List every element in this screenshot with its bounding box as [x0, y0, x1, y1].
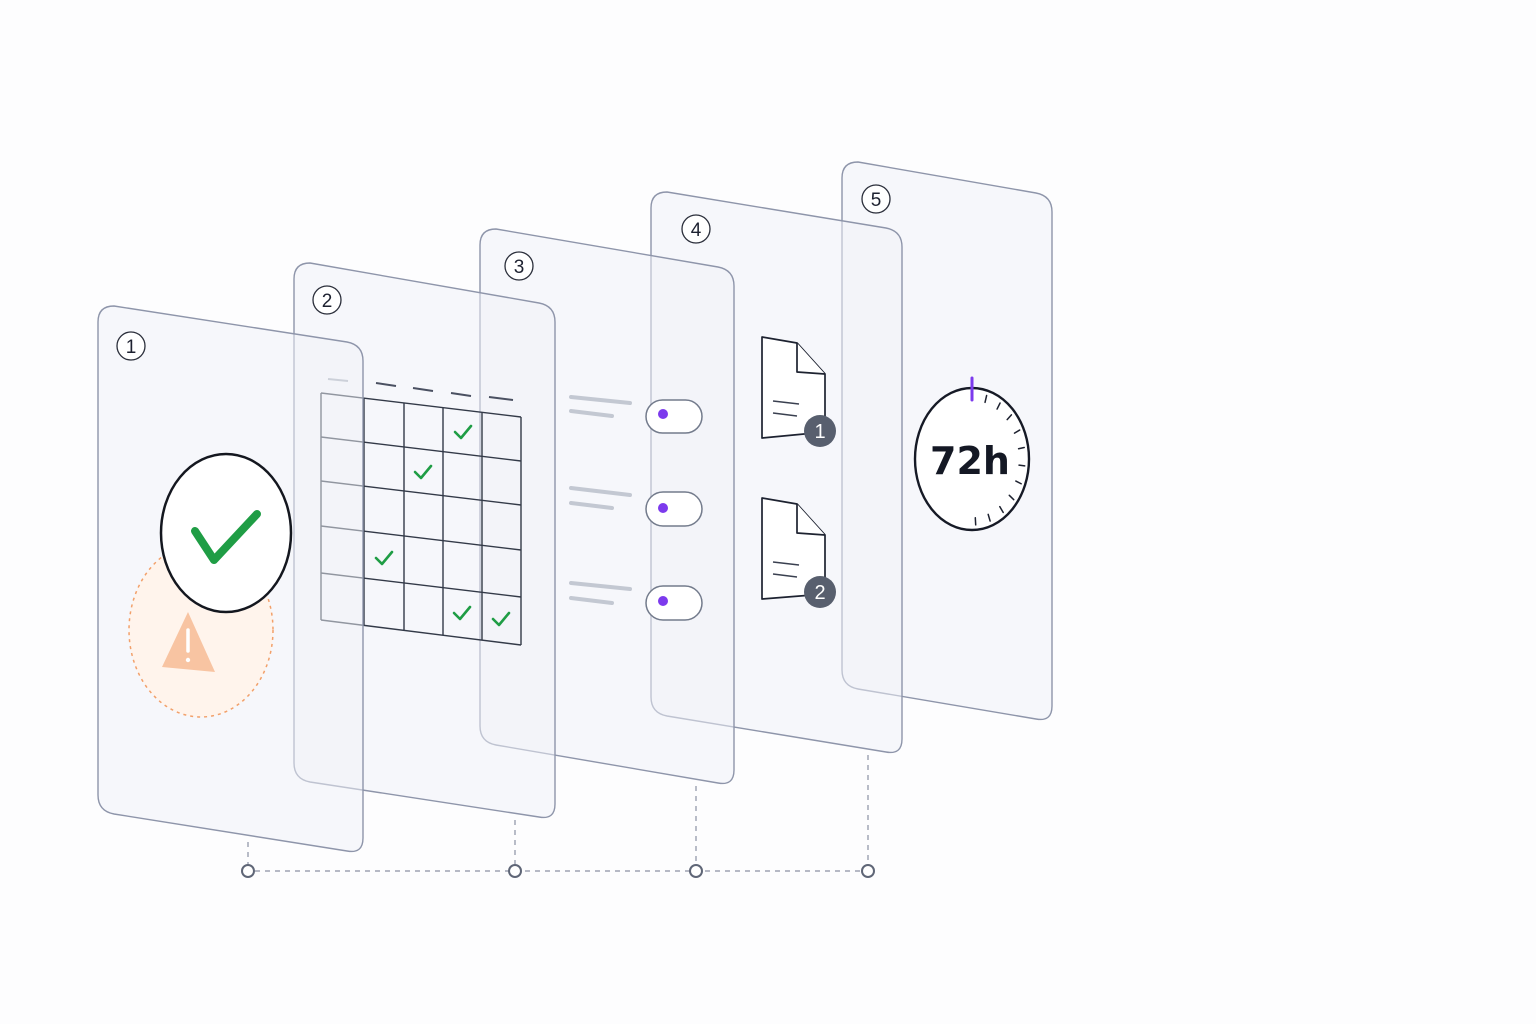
step-badge-5: 5 [861, 184, 891, 214]
step-badge-1: 1 [116, 331, 146, 361]
step-number-4: 4 [691, 220, 702, 241]
document-badge-2: 2 [804, 576, 836, 608]
connector-network [247, 755, 869, 872]
toggle-row [569, 395, 703, 434]
check-circle-icon [159, 452, 293, 614]
step-panel-1: 1 [97, 305, 364, 853]
timer-tick [984, 394, 988, 404]
step-number-5: 5 [871, 190, 882, 211]
timer-tick [1006, 414, 1013, 421]
step-number-2: 2 [322, 291, 333, 312]
timer-ticks [974, 394, 1026, 526]
connector-node-2 [508, 864, 522, 878]
toggle-knob [658, 409, 668, 419]
connector-nodes [241, 864, 875, 878]
connector-node-4 [861, 864, 875, 878]
timer-tick [1008, 494, 1015, 501]
timer-tick [1013, 429, 1021, 434]
connector-node-1 [241, 864, 255, 878]
step-number-3: 3 [514, 257, 525, 278]
timer-tick [996, 402, 1001, 410]
document-icon: 2 [761, 497, 836, 608]
document-icon: 1 [761, 336, 836, 447]
connector-node-3 [689, 864, 703, 878]
step-badge-2: 2 [312, 285, 342, 315]
timer-tick [987, 513, 991, 522]
step-badge-4: 4 [681, 214, 711, 244]
toggle-switch[interactable] [645, 491, 703, 527]
timer-tick [1018, 464, 1026, 467]
document-badge-1: 1 [804, 415, 836, 447]
timer-icon: 72h [913, 376, 1031, 532]
check-icon [453, 424, 473, 440]
step-number-1: 1 [126, 337, 137, 358]
timer-tick [999, 505, 1004, 514]
toggle-knob [658, 596, 668, 606]
step-badge-3: 3 [504, 251, 534, 281]
timer-label: 72h [930, 439, 1010, 483]
check-icon [491, 611, 511, 627]
timer-tick [1015, 480, 1022, 485]
document-number-1: 1 [814, 421, 825, 443]
timer-tick [1017, 446, 1025, 450]
toggle-row [569, 486, 703, 527]
toggle-row [569, 581, 703, 621]
toggle-list [569, 395, 703, 621]
check-icon [452, 605, 472, 621]
document-number-2: 2 [814, 582, 825, 604]
check-icon [374, 550, 394, 566]
toggle-switch[interactable] [645, 585, 703, 621]
toggle-switch[interactable] [645, 399, 703, 434]
toggle-knob [658, 503, 668, 513]
check-icon [413, 464, 433, 480]
